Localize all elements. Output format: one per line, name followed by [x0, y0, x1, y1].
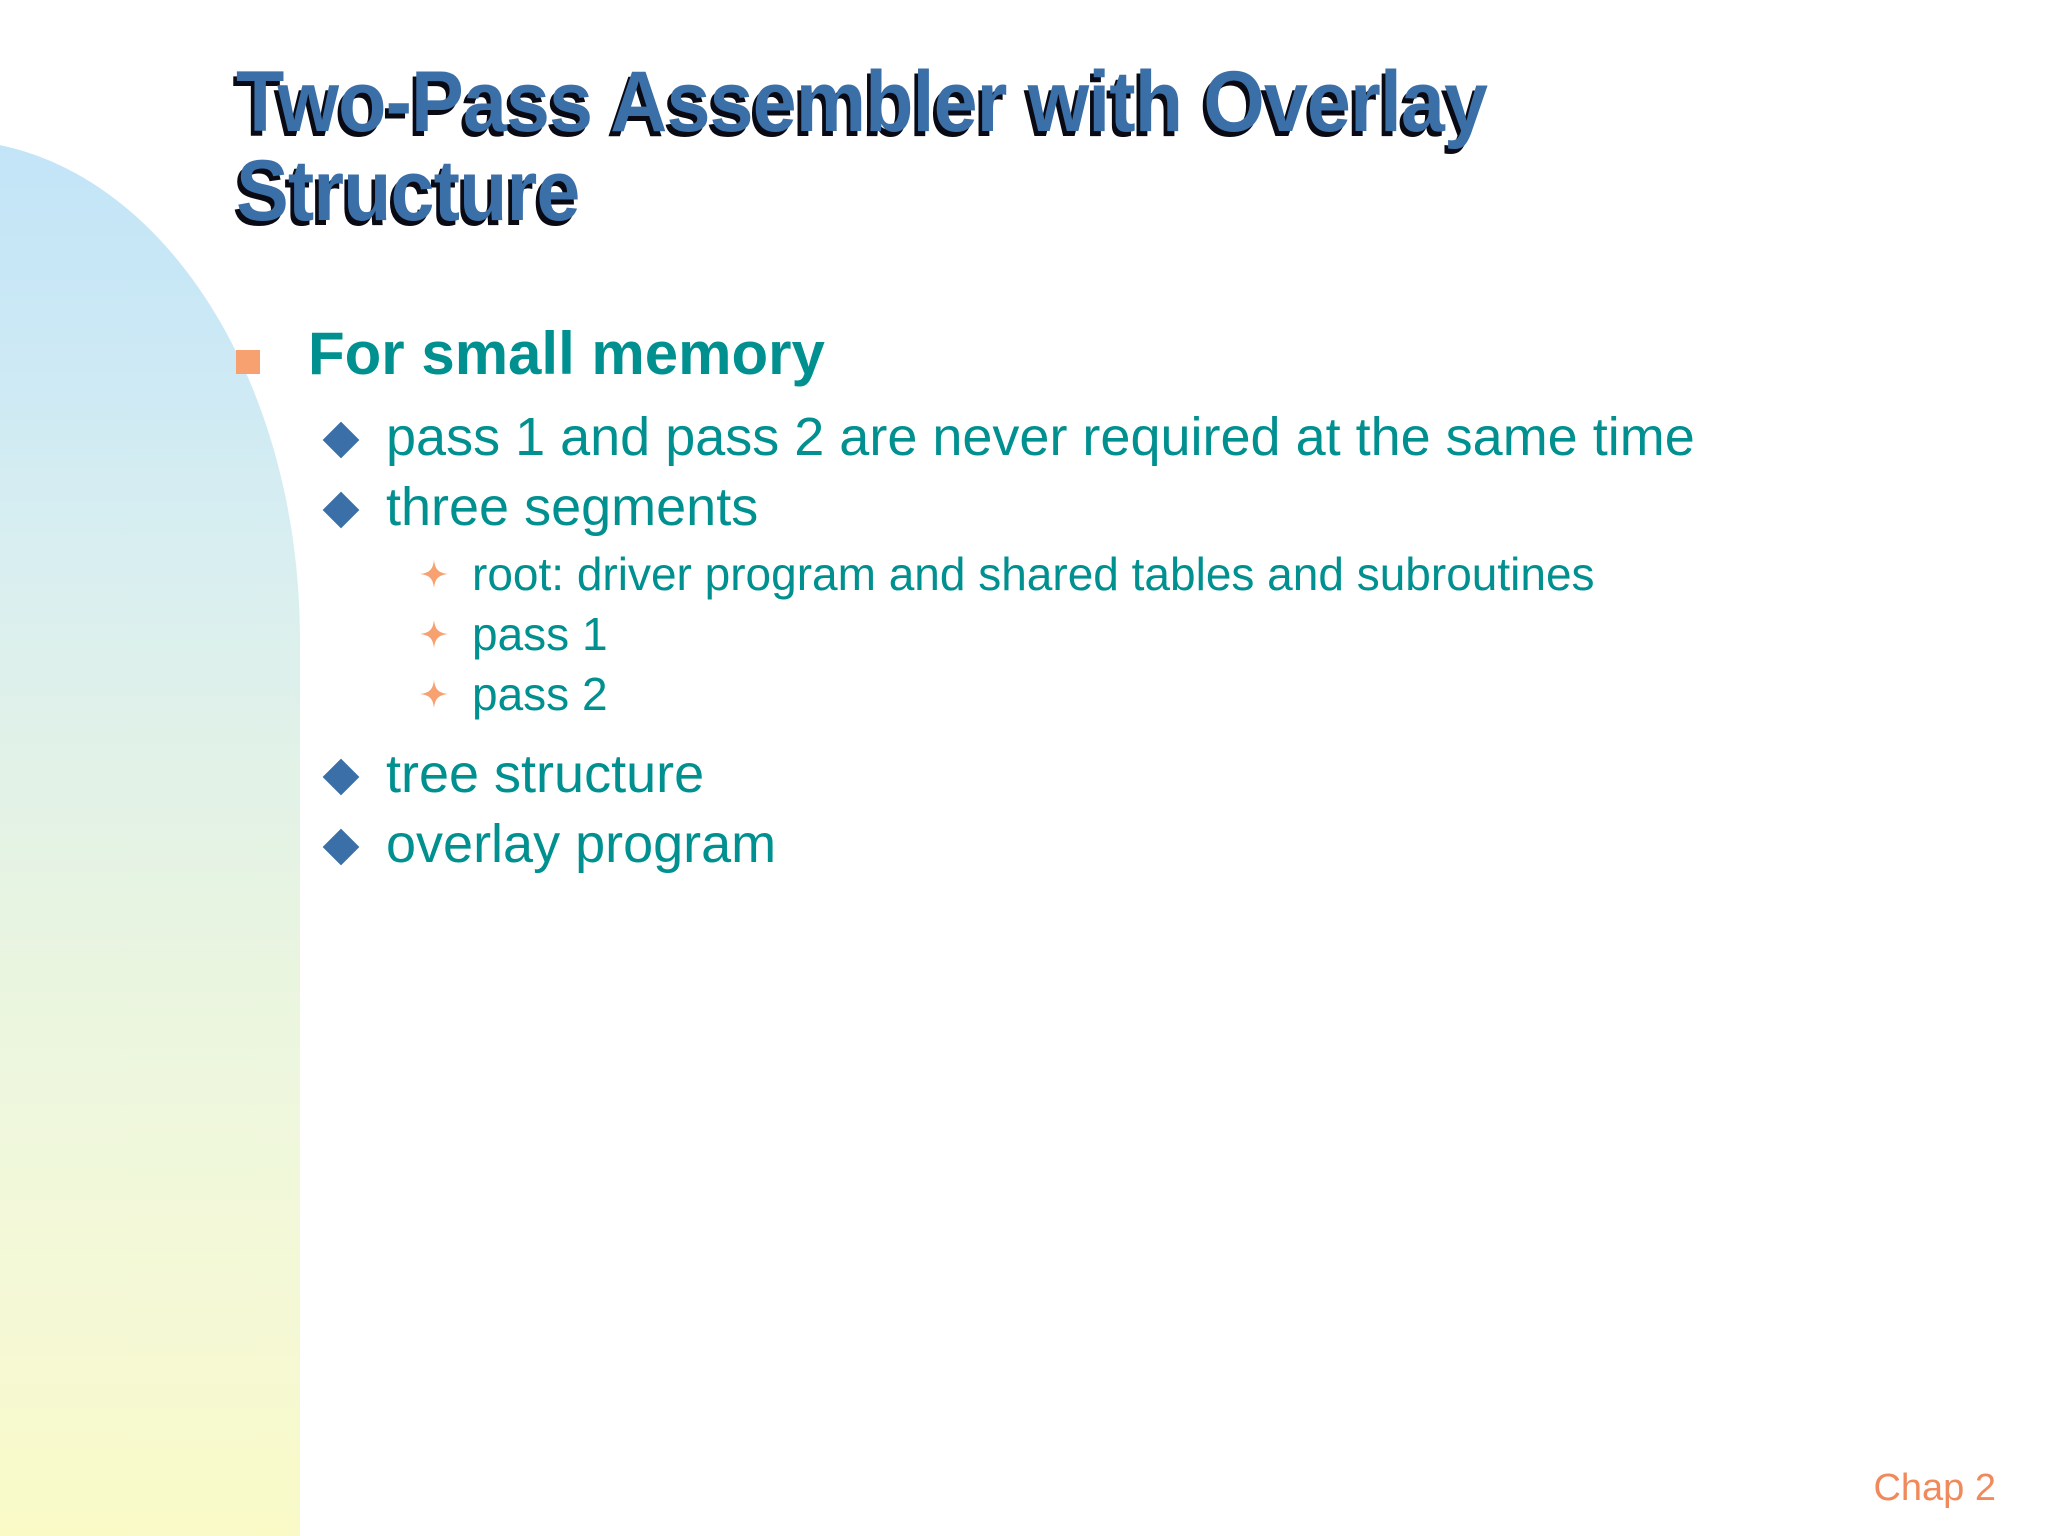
- diamond-bullet-icon: [322, 475, 386, 529]
- bullet-level1: For small memory: [236, 320, 1956, 387]
- bullet-level2-three-segments: three segments: [236, 475, 1956, 539]
- bullet-level2-overlay-program: overlay program: [236, 812, 1956, 876]
- star-bullet-icon: [420, 546, 472, 588]
- bullet-level1-label: For small memory: [308, 320, 825, 387]
- bullet-level2-pass1-pass2: pass 1 and pass 2 are never required at …: [236, 405, 1956, 469]
- slide-body: For small memory pass 1 and pass 2 are n…: [236, 320, 1956, 883]
- bullet-level2-tree-structure: tree structure: [236, 742, 1956, 806]
- bullet-label: pass 1 and pass 2 are never required at …: [386, 407, 1695, 468]
- bullet-label: pass 2: [472, 667, 608, 720]
- diamond-bullet-icon: [322, 405, 386, 459]
- slide-footer-chapter: Chap 2: [1873, 1467, 1996, 1509]
- diamond-bullet-icon: [322, 812, 386, 866]
- star-bullet-icon: [420, 606, 472, 648]
- bullet-label: overlay program: [386, 814, 777, 875]
- bullet-label: pass 1: [472, 607, 608, 660]
- bullet-level3-root: root: driver program and shared tables a…: [236, 546, 1956, 602]
- diamond-bullet-icon: [322, 742, 386, 796]
- bullet-level3-pass2: pass 2: [236, 666, 1956, 722]
- bullet-label: root: driver program and shared tables a…: [472, 547, 1595, 600]
- square-bullet-icon: [236, 320, 308, 374]
- bullet-label: three segments: [386, 477, 759, 538]
- star-bullet-icon: [420, 666, 472, 708]
- bullet-level3-pass1: pass 1: [236, 606, 1956, 662]
- bullet-label: tree structure: [386, 744, 705, 805]
- slide-title: Two-Pass Assembler with Overlay Structur…: [236, 54, 1509, 239]
